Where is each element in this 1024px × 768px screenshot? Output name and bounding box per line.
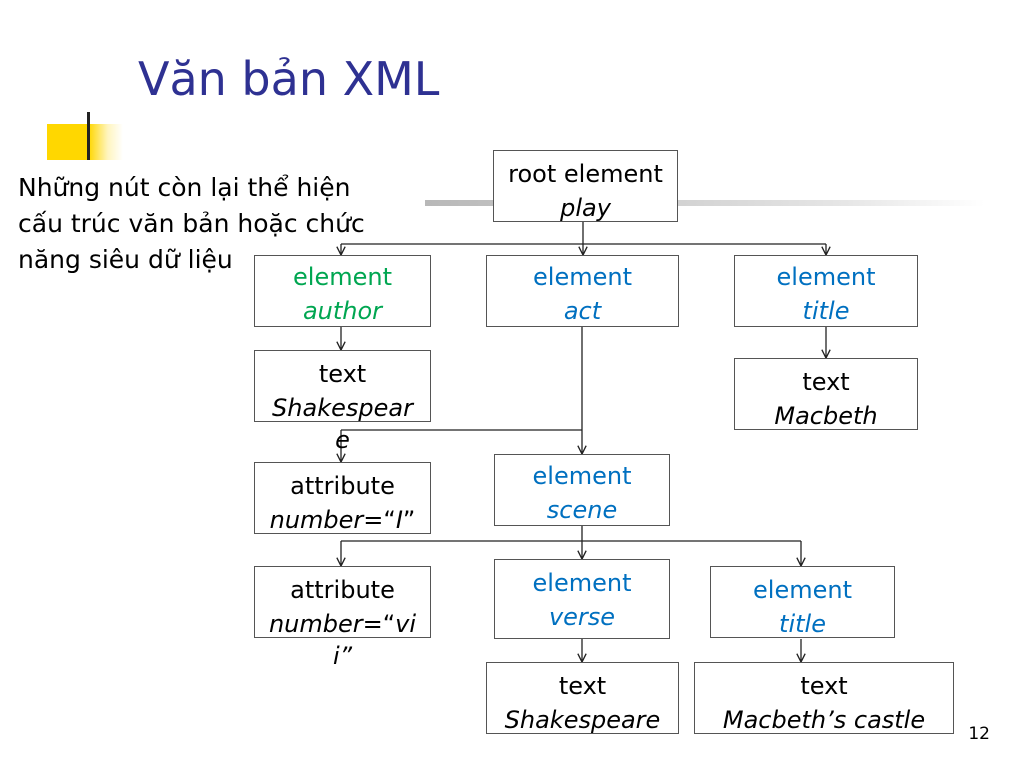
node-value-overflow: i”: [332, 642, 353, 670]
node-text-shakespeare-2: text Shakespeare: [486, 662, 679, 734]
node-label: text: [558, 672, 607, 700]
node-name: author: [302, 297, 383, 325]
node-label: text: [318, 360, 367, 388]
node-value: Shakespear: [272, 394, 413, 422]
node-value: number=“vi: [255, 607, 430, 641]
node-name: title: [802, 297, 850, 325]
node-label: attribute: [290, 576, 395, 604]
node-label: root element: [508, 160, 663, 188]
node-text-macbeth: text Macbeth: [734, 358, 918, 430]
node-value-overflow: e: [335, 426, 350, 454]
accent-block: [47, 124, 123, 160]
edge-root-bus: [341, 222, 826, 245]
node-label: element: [532, 462, 632, 490]
node-name: title: [779, 610, 826, 638]
body-line-3: năng siêu dữ liệu: [18, 245, 233, 274]
edge-act-bus: [341, 327, 583, 431]
attr-eq: =“: [362, 610, 396, 638]
node-value: number=“I”: [255, 503, 430, 537]
attr-close: ”: [402, 506, 416, 534]
body-line-2: cấu trúc văn bản hoặc chức: [18, 209, 365, 238]
node-value: Shakespeare: [504, 706, 661, 734]
attr-val: vi: [395, 610, 417, 638]
node-element-author: element author: [254, 255, 431, 327]
attr-eq: =“: [363, 506, 396, 534]
node-text-macbeths-castle: text Macbeth’s castle: [694, 662, 954, 734]
node-name: scene: [546, 496, 618, 524]
node-label: element: [533, 263, 632, 291]
attr-val: I: [395, 506, 403, 534]
node-name: act: [563, 297, 602, 325]
node-attribute-number-i: attribute number=“I”: [254, 462, 431, 534]
node-name: verse: [548, 603, 616, 631]
node-label: attribute: [290, 472, 395, 500]
accent-bar: [87, 112, 90, 160]
slide-title: Văn bản XML: [138, 52, 440, 106]
node-attribute-number-vii: attribute number=“vi i”: [254, 566, 431, 670]
body-text: Những nút còn lại thể hiện cấu trúc văn …: [18, 170, 418, 278]
node-element-title: element title: [734, 255, 918, 327]
node-label: element: [776, 263, 876, 291]
node-element-scene: element scene: [494, 454, 670, 526]
node-element-verse: element verse: [494, 559, 670, 639]
node-root-element: root element play: [493, 150, 678, 222]
node-name: play: [560, 194, 611, 222]
edge-scene-bus: [341, 526, 801, 542]
attr-name: number: [269, 506, 364, 534]
node-element-act: element act: [486, 255, 679, 327]
node-text-shakespeare: text Shakespear e: [254, 350, 431, 454]
node-label: element: [293, 263, 392, 291]
node-value: Macbeth’s castle: [722, 706, 926, 734]
node-element-title-2: element title: [710, 566, 895, 638]
node-value: Macbeth: [774, 402, 878, 430]
node-label: text: [800, 672, 848, 700]
page-number: 12: [968, 724, 990, 744]
body-line-1: Những nút còn lại thể hiện: [18, 173, 351, 202]
divider-line: [425, 200, 985, 206]
node-label: text: [802, 368, 850, 396]
attr-name: number: [268, 610, 363, 638]
node-label: element: [532, 569, 632, 597]
node-label: element: [753, 576, 852, 604]
